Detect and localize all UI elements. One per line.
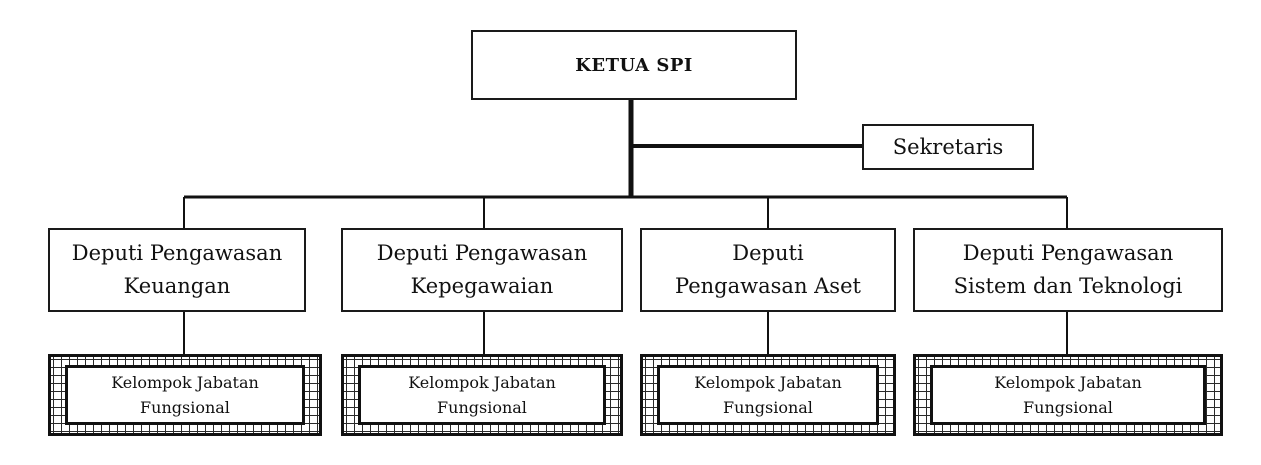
functional-group-line2: Fungsional [437, 398, 527, 417]
deputy-label-line2: Keuangan [123, 274, 231, 298]
functional-group-line2: Fungsional [723, 398, 813, 417]
deputy-label-line1: Deputi Pengawasan [376, 241, 588, 265]
head-box: KETUA SPI [471, 30, 797, 100]
deputy-label-line2: Kepegawaian [410, 274, 554, 298]
functional-group-3: Kelompok Jabatan Fungsional [640, 354, 896, 436]
secretary-label: Sekretaris [892, 135, 1004, 159]
deputy-label-line1: Deputi Pengawasan [962, 241, 1174, 265]
functional-group-line2: Fungsional [140, 398, 230, 417]
functional-group-line1: Kelompok Jabatan [111, 373, 259, 392]
deputy-assets-box: Deputi Pengawasan Aset [640, 228, 896, 312]
functional-group-label-box: Kelompok Jabatan Fungsional [65, 365, 305, 425]
functional-group-2: Kelompok Jabatan Fungsional [341, 354, 623, 436]
functional-group-label-box: Kelompok Jabatan Fungsional [657, 365, 879, 425]
functional-group-label-box: Kelompok Jabatan Fungsional [358, 365, 606, 425]
deputy-label-line2: Sistem dan Teknologi [953, 274, 1183, 298]
deputy-label-line2: Pengawasan Aset [675, 274, 861, 298]
functional-group-4: Kelompok Jabatan Fungsional [913, 354, 1223, 436]
functional-group-line1: Kelompok Jabatan [994, 373, 1142, 392]
functional-group-line1: Kelompok Jabatan [408, 373, 556, 392]
functional-group-line2: Fungsional [1023, 398, 1113, 417]
deputy-label-line1: Deputi [732, 241, 804, 265]
deputy-finance-box: Deputi Pengawasan Keuangan [48, 228, 306, 312]
head-label: KETUA SPI [575, 54, 693, 76]
functional-group-1: Kelompok Jabatan Fungsional [48, 354, 322, 436]
deputy-systems-technology-box: Deputi Pengawasan Sistem dan Teknologi [913, 228, 1223, 312]
functional-group-label-box: Kelompok Jabatan Fungsional [930, 365, 1206, 425]
secretary-box: Sekretaris [862, 124, 1034, 170]
deputy-label-line1: Deputi Pengawasan [71, 241, 283, 265]
deputy-personnel-box: Deputi Pengawasan Kepegawaian [341, 228, 623, 312]
functional-group-line1: Kelompok Jabatan [694, 373, 842, 392]
